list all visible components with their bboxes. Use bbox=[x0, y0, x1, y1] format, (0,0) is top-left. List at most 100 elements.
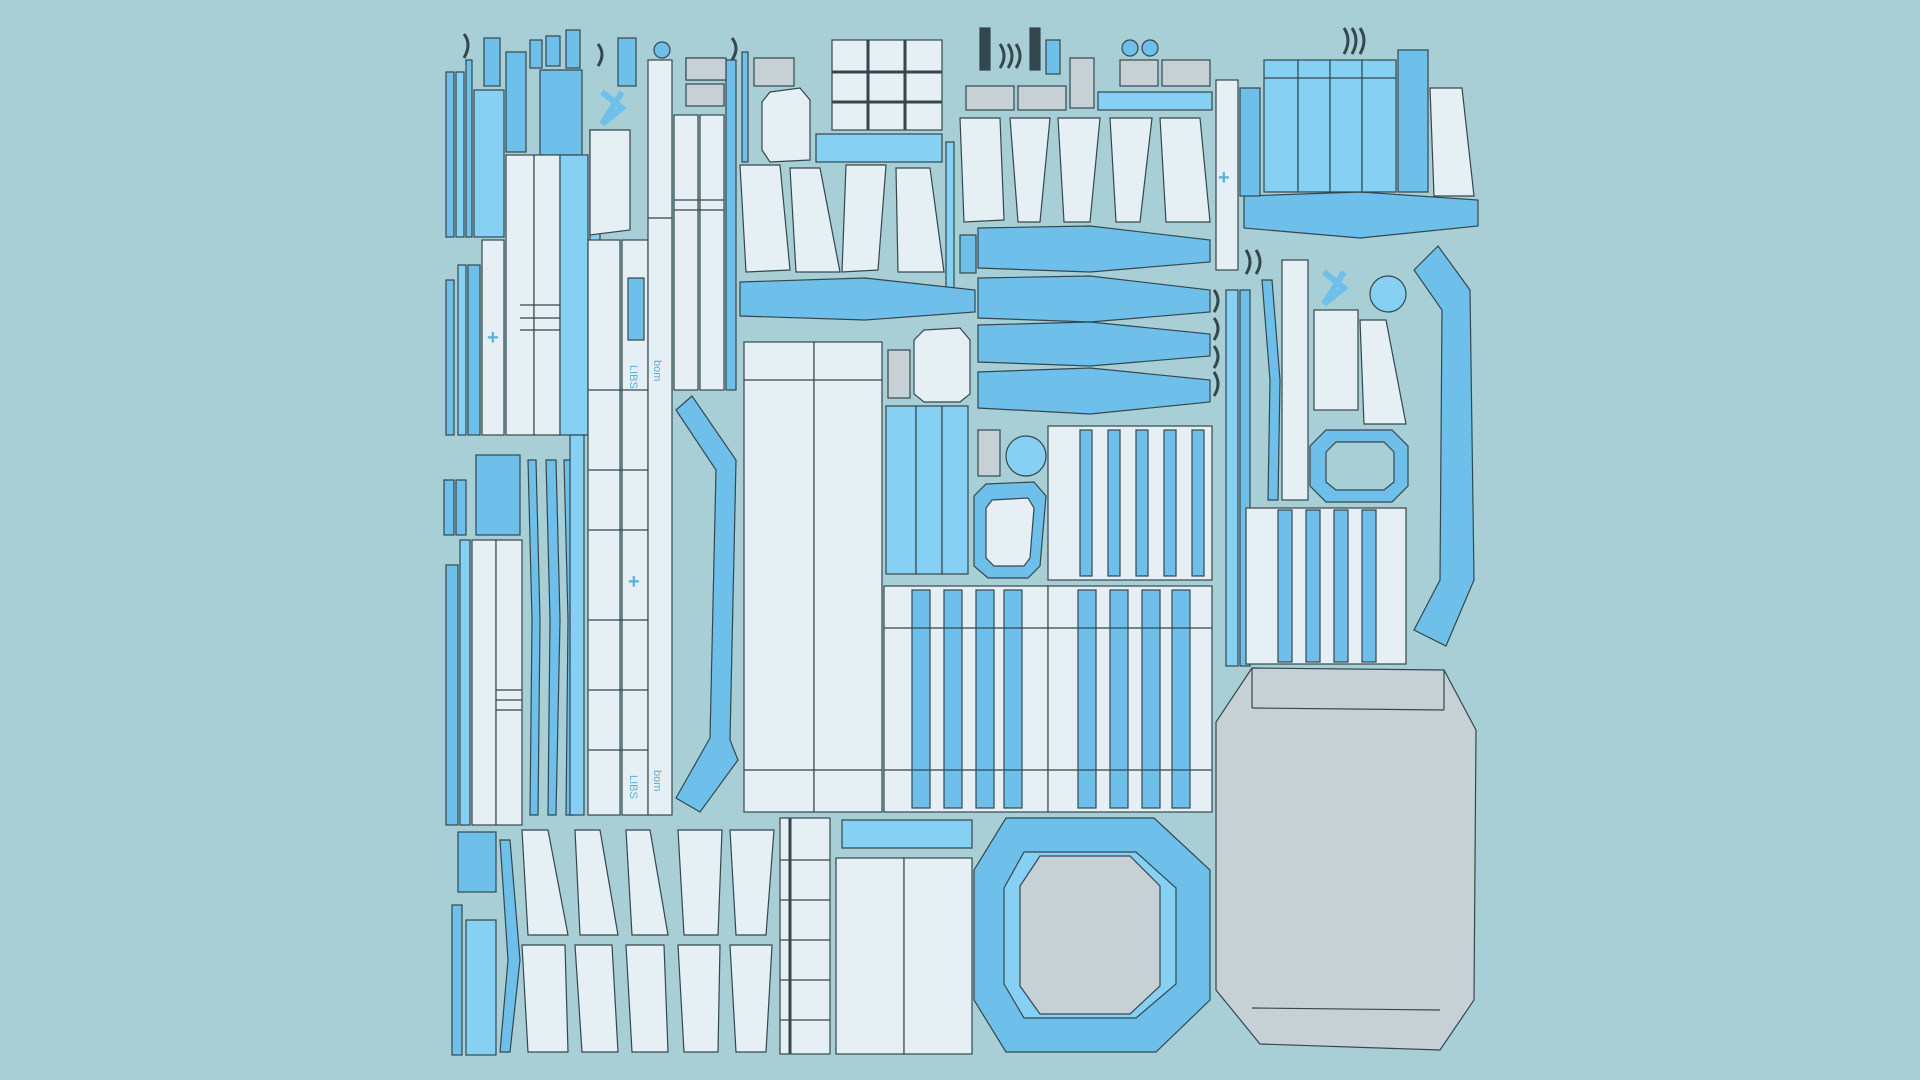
uv-island-panel bbox=[1047, 425, 1213, 581]
uv-island-wedge bbox=[729, 829, 775, 936]
uv-island-small bbox=[753, 57, 795, 87]
cross-island bbox=[599, 89, 627, 127]
uv-island-grille bbox=[1097, 91, 1213, 111]
uv-island-curve bbox=[527, 459, 541, 816]
uv-island-strip bbox=[1239, 87, 1261, 197]
uv-island-wedge bbox=[1429, 87, 1475, 197]
left-lower-group bbox=[443, 434, 585, 826]
center-top-group bbox=[685, 39, 955, 293]
uv-island-small bbox=[529, 39, 543, 69]
strip-label: bom bbox=[651, 360, 663, 381]
uv-island-small bbox=[627, 277, 645, 341]
uv-island-wedge bbox=[521, 829, 569, 936]
center-panels bbox=[675, 327, 1213, 813]
uv-island-ring bbox=[653, 41, 671, 59]
uv-island-taper bbox=[977, 367, 1211, 415]
tapered-strips bbox=[739, 191, 1479, 415]
uv-island-taper bbox=[739, 277, 976, 321]
plus-mark: + bbox=[1218, 167, 1230, 189]
uv-island-panel-large bbox=[813, 341, 883, 813]
uv-island-panel bbox=[1361, 59, 1397, 193]
arc-marks bbox=[462, 27, 1366, 397]
uv-island-strip bbox=[587, 239, 621, 816]
uv-island-panel bbox=[505, 154, 535, 436]
uv-island-small bbox=[565, 29, 581, 69]
uv-island-strip bbox=[1397, 49, 1429, 193]
uv-island-strip bbox=[467, 264, 481, 436]
uv-island-wedge bbox=[1159, 117, 1211, 223]
striped-blocks bbox=[883, 585, 1213, 813]
uv-island-small bbox=[725, 59, 737, 391]
uv-island-wedge bbox=[1009, 117, 1051, 223]
uv-island-strip bbox=[915, 405, 943, 575]
uv-island-wedge bbox=[739, 164, 791, 273]
top-trapezoids bbox=[959, 27, 1213, 274]
uv-island-octagon bbox=[913, 327, 971, 403]
uv-island-panel bbox=[1297, 59, 1331, 193]
uv-island-grille bbox=[1017, 85, 1067, 111]
octagon-frame-large bbox=[973, 817, 1211, 1053]
uv-island-panel bbox=[495, 539, 523, 826]
uv-island-grille bbox=[685, 57, 727, 81]
uv-island-panel bbox=[533, 154, 561, 436]
uv-island-curve bbox=[675, 395, 739, 813]
uv-island-taper bbox=[1243, 191, 1479, 239]
uv-island-small bbox=[545, 35, 561, 67]
uv-island-grille bbox=[1119, 59, 1159, 87]
right-top-group bbox=[1215, 49, 1475, 271]
uv-island-strip bbox=[445, 564, 459, 826]
uv-island-panel bbox=[841, 819, 973, 849]
uv-island-wedge bbox=[589, 129, 631, 236]
uv-island-wedge bbox=[677, 829, 723, 936]
uv-island-wedge bbox=[729, 944, 773, 1053]
uv-island-small bbox=[741, 51, 749, 163]
right-middle-group bbox=[1225, 245, 1475, 667]
uv-island-wedge bbox=[521, 944, 569, 1053]
uv-island-small bbox=[1045, 39, 1061, 75]
uv-island-grille bbox=[685, 83, 725, 107]
uv-island-panel bbox=[481, 239, 505, 436]
uv-island-panel bbox=[1245, 507, 1407, 665]
uv-island-ring bbox=[1121, 39, 1139, 57]
uv-island-strip bbox=[445, 71, 455, 238]
uv-island-ring bbox=[1005, 435, 1047, 477]
uv-island-strip bbox=[885, 405, 917, 575]
uv-island-strip bbox=[455, 479, 467, 536]
uv-island-curve bbox=[499, 839, 521, 1053]
uv-island-strip bbox=[647, 59, 673, 816]
uv-island-panel-large bbox=[743, 341, 815, 813]
uv-island-wedge bbox=[1359, 319, 1407, 425]
uv-island-small bbox=[617, 37, 637, 87]
uv-island-wedge bbox=[789, 167, 841, 273]
uv-island-wedge bbox=[677, 944, 721, 1053]
uv-island-strip bbox=[465, 919, 497, 1056]
uv-island-panel bbox=[471, 539, 497, 826]
strip-label: LIBS bbox=[627, 775, 639, 799]
uv-island-ring bbox=[1141, 39, 1159, 57]
uv-island-strip bbox=[1239, 289, 1251, 667]
uv-island-ladder bbox=[779, 817, 831, 1055]
uv-island-small bbox=[979, 27, 991, 71]
uv-island-taper bbox=[977, 275, 1211, 323]
uv-island-panel-large bbox=[883, 585, 1049, 813]
uv-island-panel bbox=[815, 133, 943, 163]
uv-island-strip bbox=[1215, 79, 1239, 271]
uv-island-panel bbox=[457, 831, 497, 893]
uv-island-strip bbox=[699, 114, 725, 391]
uv-island-wedge bbox=[895, 167, 945, 273]
uv-island-grille bbox=[965, 85, 1015, 111]
uv-island-strip bbox=[941, 405, 969, 575]
plus-mark: + bbox=[487, 327, 499, 349]
strip-label: bom bbox=[651, 770, 663, 791]
uv-island-strip bbox=[945, 141, 955, 293]
long-strips-group bbox=[587, 59, 737, 816]
uv-island-grille bbox=[1069, 57, 1095, 109]
bottom-center-group bbox=[779, 817, 973, 1055]
uv-island-strip bbox=[569, 434, 585, 816]
uv-island-small bbox=[483, 37, 501, 87]
uv-island-panel bbox=[539, 69, 583, 156]
bottom-left-group bbox=[451, 829, 775, 1056]
uv-island-panel bbox=[1263, 59, 1299, 193]
uv-island-grey-block bbox=[1215, 667, 1477, 1051]
